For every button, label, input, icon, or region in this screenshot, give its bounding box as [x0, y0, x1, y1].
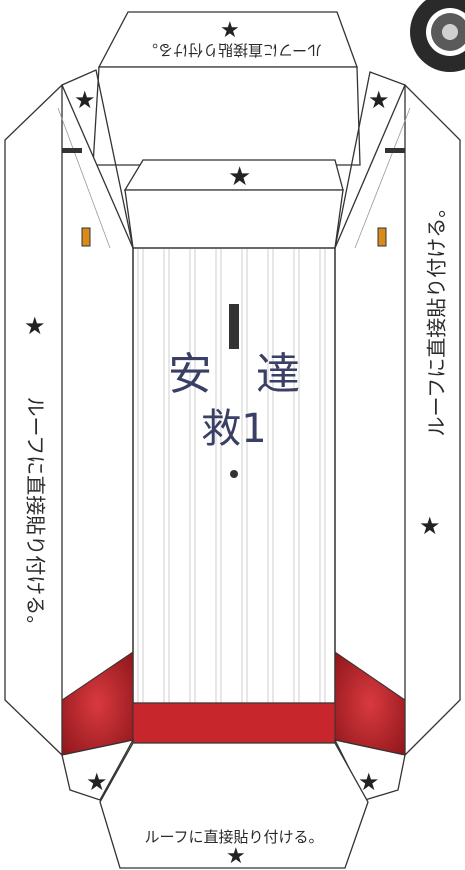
star-icon: ★: [228, 162, 252, 192]
roof-marking-line2: 救1: [201, 406, 267, 452]
top-hood-lower: [124, 189, 344, 249]
roof-marking-line1: 安 達: [168, 349, 300, 400]
bottom-flap: [99, 742, 369, 869]
star-icon: ★: [24, 312, 46, 340]
star-icon: ★: [74, 86, 96, 114]
left-side-label: ルーフに直接貼り付ける。: [23, 396, 48, 636]
star-icon: ★: [86, 768, 108, 796]
bottom-flap-label: ルーフに直接貼り付ける。: [144, 828, 324, 846]
rear-red-bar: [132, 702, 336, 744]
star-icon: ★: [358, 768, 380, 796]
tire-icon: [410, 0, 465, 72]
roof-beacon: [229, 304, 239, 349]
star-icon: ★: [220, 18, 240, 43]
roof-dot: [230, 470, 238, 478]
amber-light-icon: [377, 227, 387, 247]
top-windshield-panel: [92, 66, 361, 166]
star-icon: ★: [419, 512, 441, 540]
amber-light-icon: [81, 227, 91, 247]
right-side-label: ルーフに直接貼り付ける。: [424, 197, 449, 437]
star-icon: ★: [368, 86, 390, 114]
top-flap-label: ルーフに直接貼り付ける。: [142, 41, 323, 59]
bottom-left-corner: [61, 739, 135, 801]
star-icon: ★: [226, 844, 246, 869]
